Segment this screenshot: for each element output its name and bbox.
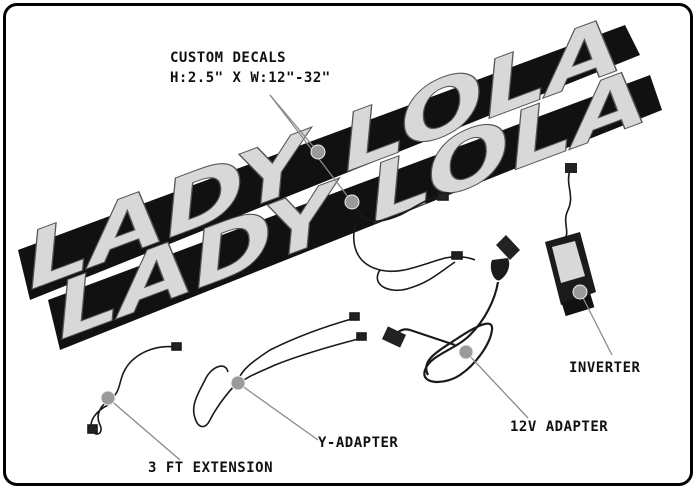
decal-size-label: H:2.5" X W:12"-32" bbox=[170, 70, 331, 86]
extension-label: 3 FT EXTENSION bbox=[148, 460, 274, 476]
callout-lines bbox=[107, 94, 613, 461]
callout-dot-decal-2 bbox=[344, 194, 360, 210]
callout-dot-y-adapter bbox=[230, 375, 246, 391]
decal-cable bbox=[349, 192, 476, 292]
y-adapter-label: Y-ADAPTER bbox=[318, 435, 399, 451]
callout-dot-12v bbox=[458, 344, 474, 360]
car-adapter bbox=[381, 235, 520, 383]
callout-dot-inverter bbox=[572, 284, 588, 300]
y-adapter-cable bbox=[192, 312, 367, 428]
inverter-device bbox=[545, 163, 596, 317]
custom-decals-label: CUSTOM DECALS bbox=[170, 50, 287, 66]
callout-dot-decal-1 bbox=[310, 144, 326, 160]
extension-cable bbox=[87, 342, 182, 435]
callout-dot-extension bbox=[100, 390, 116, 406]
callout-dots bbox=[100, 144, 588, 406]
12v-adapter-label: 12V ADAPTER bbox=[510, 419, 609, 435]
inverter-label: INVERTER bbox=[569, 360, 641, 376]
